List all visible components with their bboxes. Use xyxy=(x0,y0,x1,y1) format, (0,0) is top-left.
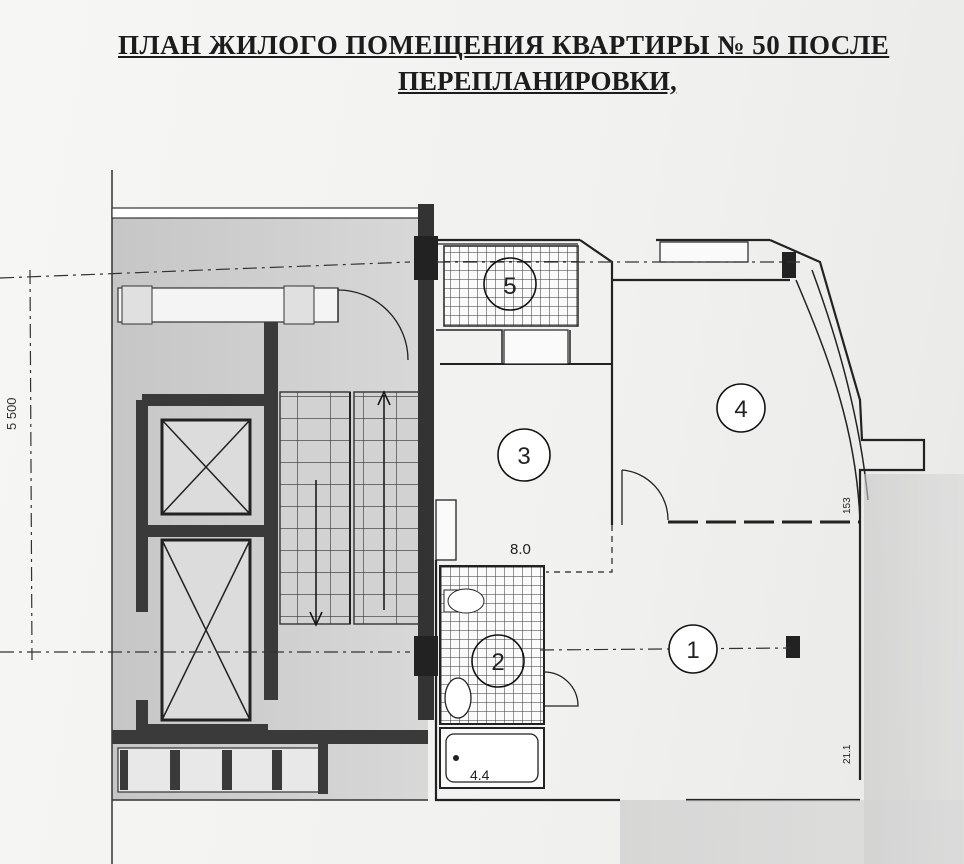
room-1-number: 1 xyxy=(686,637,699,664)
room-3-number: 3 xyxy=(517,443,530,470)
room-label-3: 3 xyxy=(497,428,551,482)
room-label-1: 1 xyxy=(668,624,718,674)
right-lower-area: 21.1 xyxy=(842,744,853,764)
bath-area: 4.4 xyxy=(470,767,490,783)
load-bearing-wall xyxy=(418,204,434,720)
room-5-number: 5 xyxy=(503,273,516,300)
room-4-number: 4 xyxy=(734,396,747,423)
right-upper-area: 153 xyxy=(842,497,853,514)
room-3-area: 8.0 xyxy=(510,541,531,558)
room-5-tiled xyxy=(443,245,579,327)
room-label-5: 5 xyxy=(483,257,537,311)
window-room-4 xyxy=(659,241,749,263)
room-label-2: 2 xyxy=(471,634,525,688)
plan-title-line2: ПЕРЕПЛАНИРОВКИ, xyxy=(398,66,677,96)
plan-title-line1: ПЛАН ЖИЛОГО ПОМЕЩЕНИЯ КВАРТИРЫ № 50 ПОСЛ… xyxy=(118,30,890,60)
room-2-number: 2 xyxy=(491,649,504,676)
room-label-4: 4 xyxy=(716,383,766,433)
stairwell-block xyxy=(111,170,429,864)
